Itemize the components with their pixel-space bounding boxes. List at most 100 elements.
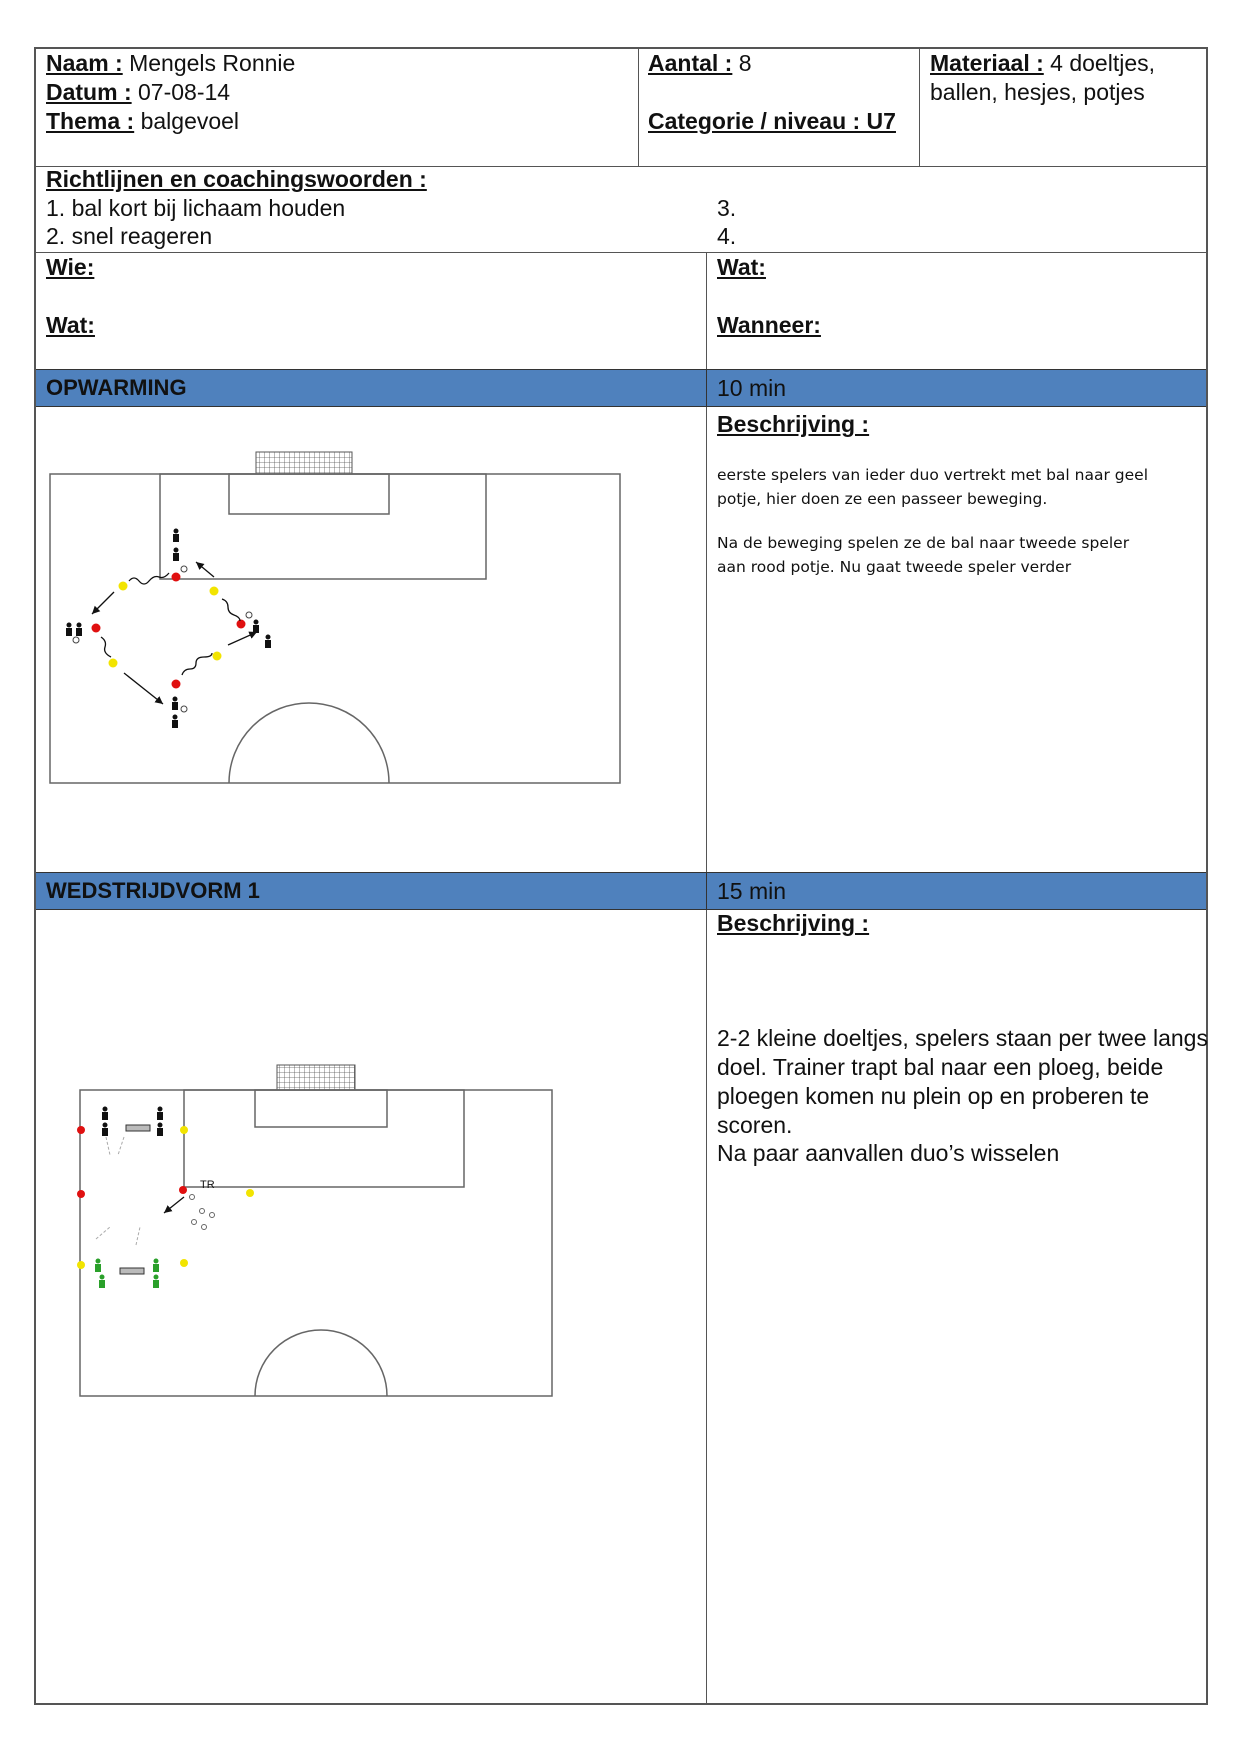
players bbox=[66, 528, 271, 728]
materiaal-row: Materiaal : 4 doeltjes, bbox=[930, 49, 1155, 78]
opwarming-desc-line-1: eerste spelers van ieder duo vertrekt me… bbox=[717, 466, 1148, 484]
richtlijnen-title-row: Richtlijnen en coachingswoorden : bbox=[46, 165, 427, 194]
richtlijn-item-2: 2. snel reageren bbox=[46, 223, 213, 249]
player-icon bbox=[265, 634, 271, 648]
wat-left-row: Wat: bbox=[46, 311, 95, 340]
player-icon bbox=[153, 1258, 159, 1272]
pass-arrow bbox=[195, 561, 215, 578]
cones bbox=[91, 572, 246, 689]
materiaal-value-1: 4 doeltjes, bbox=[1050, 50, 1156, 76]
richtlijn-item-4: 4. bbox=[717, 223, 737, 249]
pass-arrow bbox=[163, 1196, 185, 1214]
opwarming-bar-divider bbox=[706, 369, 707, 407]
player-icon bbox=[253, 619, 259, 633]
goal-area bbox=[228, 473, 390, 515]
datum-row: Datum : 07-08-14 bbox=[46, 78, 230, 107]
opwarming-desc-line-4: aan rood potje. Nu gaat tweede speler ve… bbox=[717, 558, 1072, 576]
aantal-label: Aantal : bbox=[648, 50, 733, 76]
naam-row: Naam : Mengels Ronnie bbox=[46, 49, 295, 78]
red-cone bbox=[236, 619, 246, 629]
aantal-row: Aantal : 8 bbox=[648, 49, 752, 78]
section-bar-wedstrijdvorm bbox=[36, 872, 1206, 910]
player-icon bbox=[172, 696, 178, 710]
player-icon bbox=[95, 1258, 101, 1272]
opwarming-desc-label-row: Beschrijving : bbox=[717, 410, 869, 439]
pitch-boundary bbox=[79, 1089, 553, 1397]
trainer-label: TR bbox=[200, 1179, 215, 1191]
wie-label: Wie: bbox=[46, 254, 95, 280]
wedstrijdvorm-title: WEDSTRIJDVORM 1 bbox=[46, 878, 260, 903]
aantal-value: 8 bbox=[738, 50, 752, 76]
center-circle bbox=[254, 1329, 388, 1397]
small-goal bbox=[119, 1267, 145, 1275]
player-icon bbox=[102, 1106, 108, 1120]
yellow-cone bbox=[118, 581, 128, 591]
player-icon bbox=[173, 528, 179, 542]
goal-area bbox=[254, 1089, 388, 1128]
pass-arrow bbox=[91, 591, 115, 615]
small-goals bbox=[119, 1124, 151, 1275]
dribble-line bbox=[181, 652, 213, 676]
wat-right-row: Wat: bbox=[717, 253, 766, 282]
header-bottom-line bbox=[34, 166, 1206, 167]
player-icon bbox=[157, 1122, 163, 1136]
thema-row: Thema : balgevoel bbox=[46, 107, 239, 136]
wanneer-label: Wanneer: bbox=[717, 312, 821, 338]
player-icon bbox=[66, 622, 72, 636]
opwarming-title: OPWARMING bbox=[46, 375, 187, 400]
main-column-divider bbox=[706, 252, 707, 1703]
movement-arrows bbox=[163, 1196, 185, 1214]
wedstrijdvorm-desc-line-2: doel. Trainer trapt bal naar een ploeg, … bbox=[717, 1054, 1164, 1080]
ball-icon bbox=[180, 565, 188, 573]
green-team bbox=[95, 1258, 159, 1288]
run-arrow bbox=[135, 1226, 141, 1246]
center-circle bbox=[228, 702, 390, 784]
ball-icon bbox=[209, 1212, 215, 1218]
pass-arrow bbox=[123, 672, 164, 705]
movement-arrows bbox=[91, 561, 258, 705]
dribble-line bbox=[221, 598, 241, 622]
richtlijnen-bottom-line bbox=[34, 252, 1206, 253]
balls bbox=[189, 1194, 215, 1230]
player-icon bbox=[172, 714, 178, 728]
materiaal-value-2: ballen, hesjes, potjes bbox=[930, 79, 1145, 105]
yellow-cone bbox=[108, 658, 118, 668]
wat-right-label: Wat: bbox=[717, 254, 766, 280]
richtlijn-item-3: 3. bbox=[717, 195, 737, 221]
opwarming-duration: 10 min bbox=[717, 375, 787, 401]
yellow-cone bbox=[246, 1189, 254, 1197]
player-icon bbox=[99, 1274, 105, 1288]
dribble-line bbox=[128, 572, 170, 585]
player-icon bbox=[173, 547, 179, 561]
black-team bbox=[102, 1106, 163, 1136]
run-arrow bbox=[105, 1136, 111, 1156]
red-cone bbox=[171, 679, 181, 689]
wie-row: Wie: bbox=[46, 253, 94, 282]
yellow-cone bbox=[180, 1126, 188, 1134]
materiaal-label: Materiaal : bbox=[930, 50, 1044, 76]
pass-arrow bbox=[227, 631, 258, 646]
ball-icon bbox=[180, 705, 188, 713]
pitch-outline bbox=[79, 1064, 553, 1397]
datum-label: Datum : bbox=[46, 79, 132, 105]
penalty-area bbox=[183, 1089, 465, 1188]
wat-left-label: Wat: bbox=[46, 312, 95, 338]
ball-icon bbox=[199, 1208, 205, 1214]
player-icon bbox=[157, 1106, 163, 1120]
red-cone bbox=[179, 1186, 187, 1194]
red-cone bbox=[171, 572, 181, 582]
ball-icon bbox=[72, 636, 80, 644]
cones bbox=[77, 1126, 254, 1269]
red-cone bbox=[77, 1126, 85, 1134]
balls bbox=[72, 565, 253, 713]
run-arrow bbox=[95, 1226, 111, 1240]
red-cone bbox=[77, 1190, 85, 1198]
yellow-cone bbox=[180, 1259, 188, 1267]
wedstrijdvorm-desc-line-3: ploegen komen nu plein op en proberen te… bbox=[717, 1083, 1150, 1138]
opwarming-pitch-diagram bbox=[49, 451, 621, 784]
player-icon bbox=[153, 1274, 159, 1288]
goal-net bbox=[276, 1064, 356, 1091]
datum-value: 07-08-14 bbox=[138, 79, 231, 105]
header-divider-2 bbox=[919, 47, 920, 166]
wedstrijdvorm-desc-label-row: Beschrijving : bbox=[717, 909, 869, 938]
